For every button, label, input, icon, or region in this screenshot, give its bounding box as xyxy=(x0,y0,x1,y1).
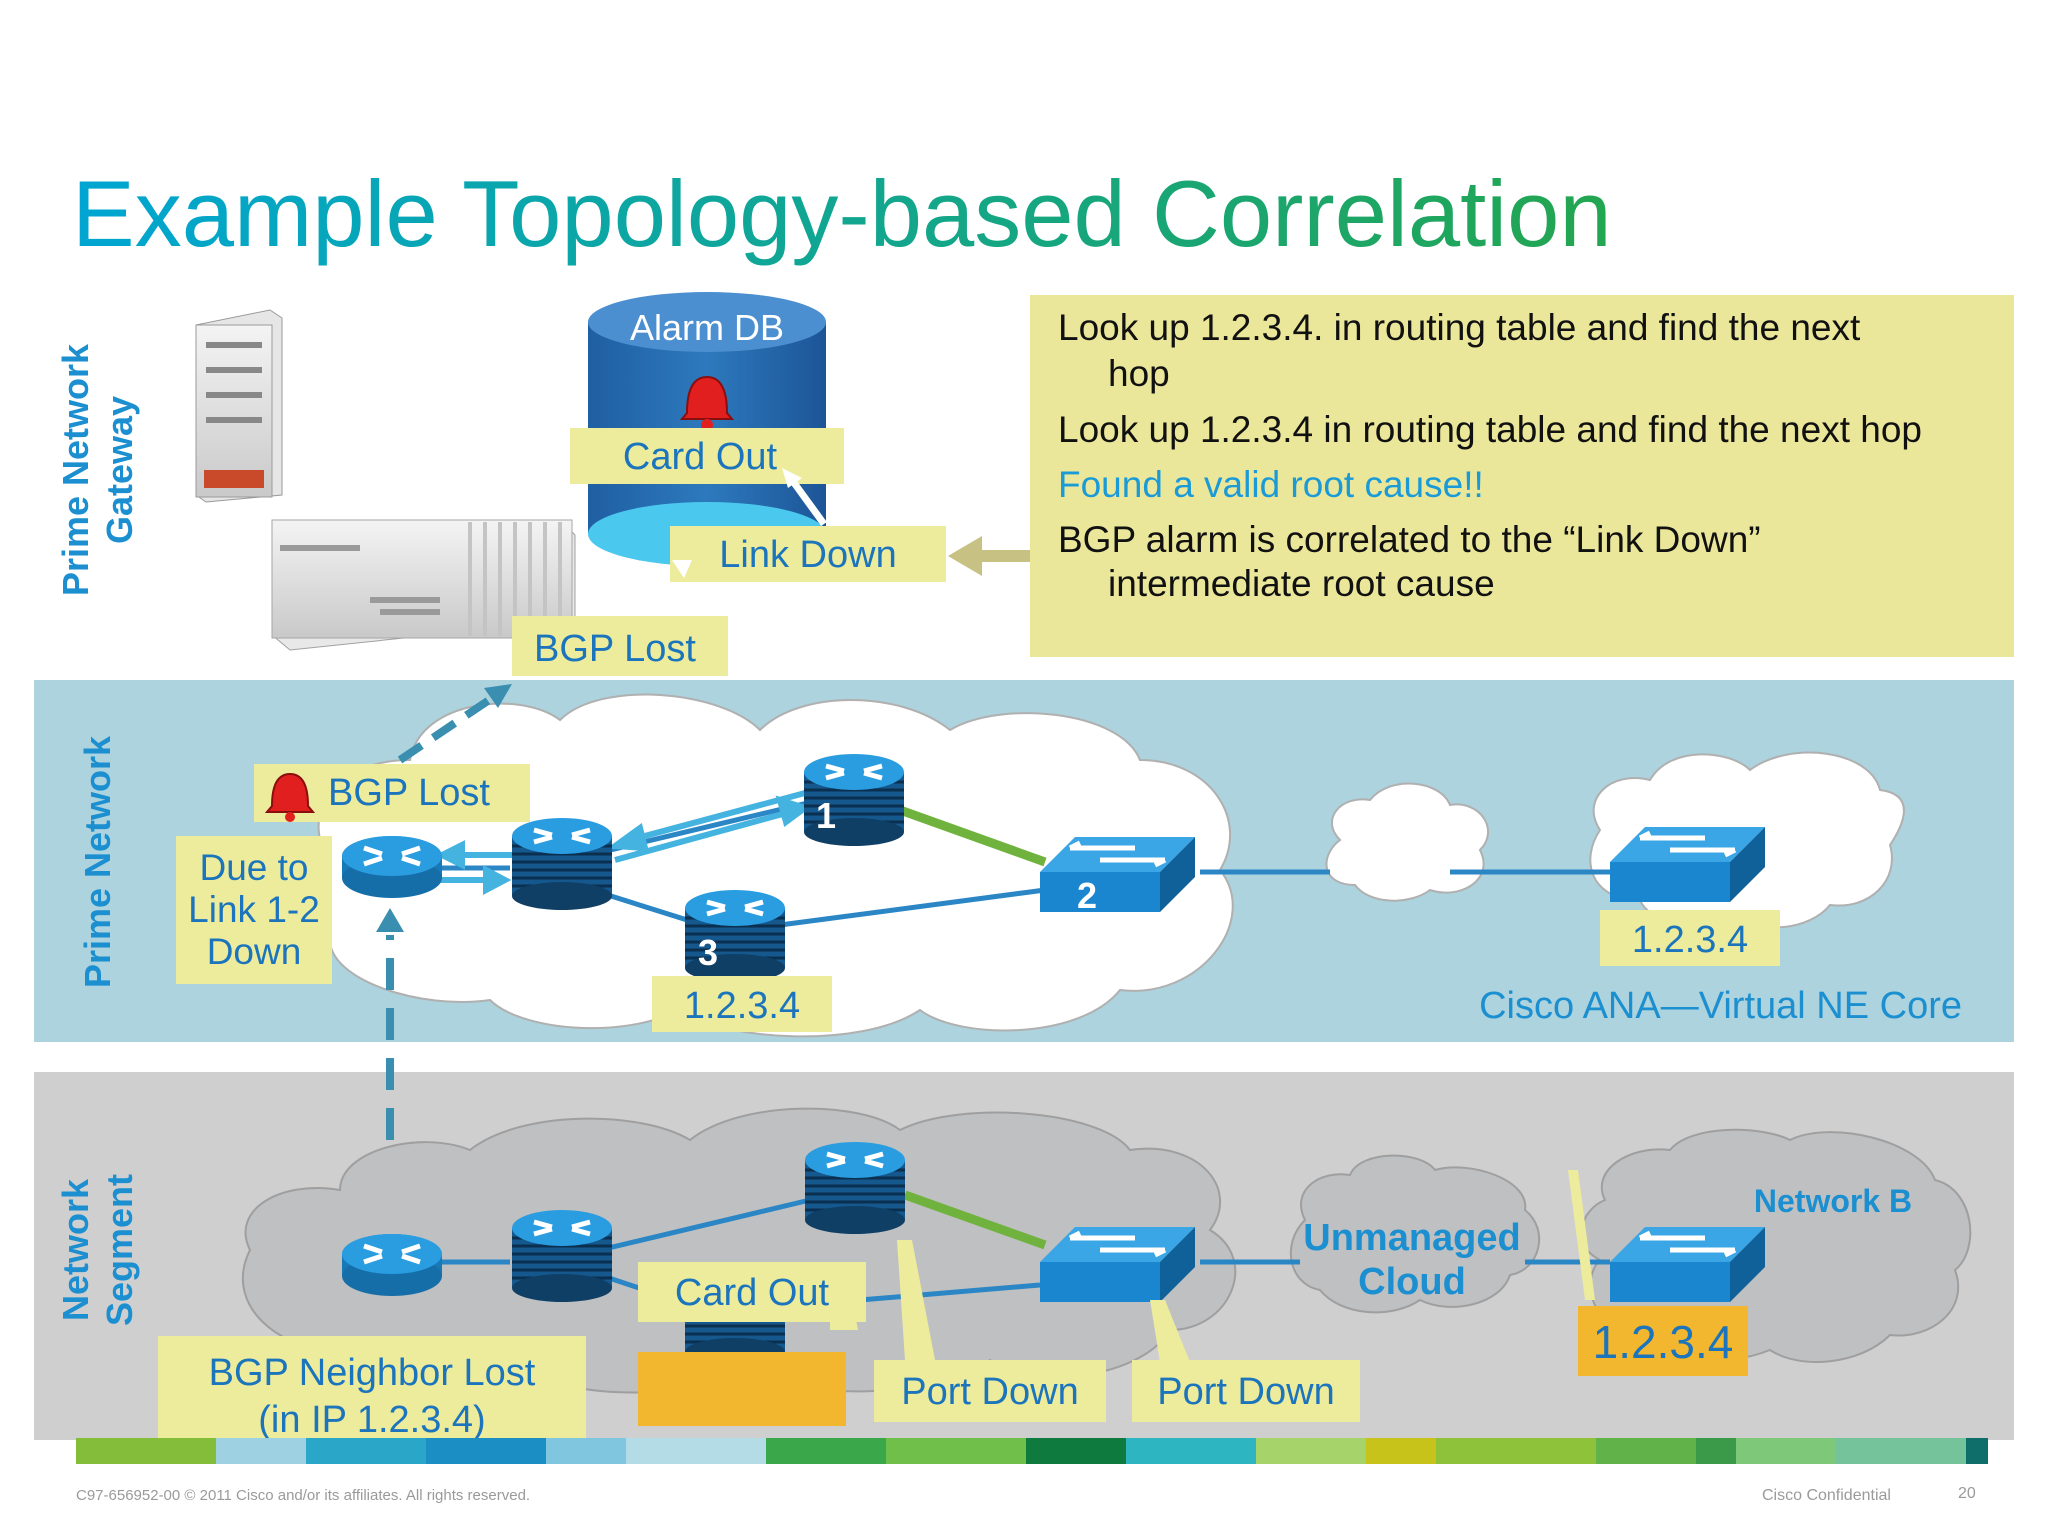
slide-title: Example Topology-based Correlation xyxy=(72,161,1612,266)
port-down-1-box xyxy=(874,1360,1106,1422)
svg-text:BGP Neighbor Lost: BGP Neighbor Lost xyxy=(209,1352,536,1394)
bell-icon xyxy=(264,772,316,822)
port-down-1-label: Port Down xyxy=(901,1371,1078,1413)
svg-text:Look up 1.2.3.4 in routing tab: Look up 1.2.3.4 in routing table and fin… xyxy=(1058,409,1922,450)
segment-router-core-icon xyxy=(512,1210,612,1302)
ip-label-right-box xyxy=(1600,910,1780,966)
svg-text:BGP alarm is correlated to the: BGP alarm is correlated to the “Link Dow… xyxy=(1058,519,1761,560)
card-out-highlight-box xyxy=(638,1352,846,1426)
note-arrow-icon xyxy=(948,536,1030,576)
svg-text:Unmanaged: Unmanaged xyxy=(1303,1217,1520,1259)
dashed-arrow-up-gateway xyxy=(397,684,512,764)
alarm-db-label: Alarm DB xyxy=(630,307,784,348)
port-down-2-label: Port Down xyxy=(1157,1371,1334,1413)
footer-copyright: C97-656952-00 © 2011 Cisco and/or its af… xyxy=(76,1487,530,1504)
ip-label-left-box xyxy=(652,976,832,1032)
bgp-neighbor-label: BGP Neighbor Lost (in IP 1.2.3.4) xyxy=(209,1352,536,1441)
section-label-prime: Prime Network xyxy=(77,735,118,988)
svg-text:Segment: Segment xyxy=(99,1174,140,1326)
ip-label-left: 1.2.3.4 xyxy=(684,985,800,1027)
correlation-arrow-icon xyxy=(672,468,827,578)
svg-text:Prime Network: Prime Network xyxy=(55,343,96,596)
svg-text:Gateway: Gateway xyxy=(99,396,140,544)
section-label-segment: Network Segment xyxy=(55,1174,140,1326)
section-label-gateway: Prime Network Gateway xyxy=(55,343,140,596)
svg-text:Cloud: Cloud xyxy=(1358,1261,1466,1303)
propagation-arrows xyxy=(435,790,812,895)
svg-text:intermediate root cause: intermediate root cause xyxy=(1108,563,1495,604)
prime-router-left-icon xyxy=(342,836,442,898)
card-out-label: Card Out xyxy=(623,436,778,478)
bgp-lost-prime-label: BGP Lost xyxy=(328,772,490,814)
due-to-label: Due to Link 1-2 Down xyxy=(188,847,320,972)
correlation-note: Look up 1.2.3.4. in routing table and fi… xyxy=(1058,307,1922,604)
node-1-label: 1 xyxy=(816,795,836,836)
due-to-label-box xyxy=(176,836,332,984)
prime-router-core-icon xyxy=(512,818,612,910)
svg-text:Network: Network xyxy=(55,1178,96,1321)
ip-segment-box xyxy=(1578,1306,1748,1376)
node-3-label: 3 xyxy=(698,932,718,973)
footer-color-stripe xyxy=(76,1438,1988,1464)
unmanaged-cloud-shape xyxy=(1289,1154,1541,1314)
node-2-label: 2 xyxy=(1077,875,1097,916)
bell-icon xyxy=(679,375,735,431)
segment-router-top-icon xyxy=(805,1142,905,1234)
bgp-lost-label-box xyxy=(512,616,728,676)
svg-text:Due to: Due to xyxy=(199,847,308,888)
ip-label-right: 1.2.3.4 xyxy=(1632,919,1748,961)
bgp-neighbor-box xyxy=(158,1336,586,1452)
network-b-label: Network B xyxy=(1754,1183,1912,1219)
tower-server-icon xyxy=(195,309,283,503)
link-down-label: Link Down xyxy=(719,534,896,576)
unmanaged-cloud-label: Unmanaged Cloud xyxy=(1303,1217,1520,1303)
card-out-label-box xyxy=(570,428,844,484)
virtual-ne-core-label: Cisco ANA—Virtual NE Core xyxy=(1479,985,1962,1027)
card-out-segment-label: Card Out xyxy=(675,1272,830,1314)
card-out-segment-box xyxy=(638,1262,866,1322)
prime-cloud-mid xyxy=(1325,782,1490,902)
port-down-2-box xyxy=(1132,1360,1360,1422)
bgp-lost-gateway-label: BGP Lost xyxy=(534,628,696,670)
footer-confidential: Cisco Confidential xyxy=(1762,1487,1891,1504)
svg-text:hop: hop xyxy=(1108,353,1170,394)
correlation-note-box xyxy=(1030,295,2014,657)
svg-text:Found a valid root cause!!: Found a valid root cause!! xyxy=(1058,464,1484,505)
segment-router-left-icon xyxy=(342,1234,442,1296)
footer-page-number: 20 xyxy=(1958,1485,1976,1502)
svg-text:Down: Down xyxy=(207,931,302,972)
svg-text:Link 1-2: Link 1-2 xyxy=(188,889,320,930)
ip-segment-label: 1.2.3.4 xyxy=(1593,1316,1734,1368)
svg-text:Look up 1.2.3.4. in routing ta: Look up 1.2.3.4. in routing table and fi… xyxy=(1058,307,1861,348)
link-down-label-box xyxy=(670,526,946,582)
svg-text:(in IP 1.2.3.4): (in IP 1.2.3.4) xyxy=(258,1399,485,1441)
